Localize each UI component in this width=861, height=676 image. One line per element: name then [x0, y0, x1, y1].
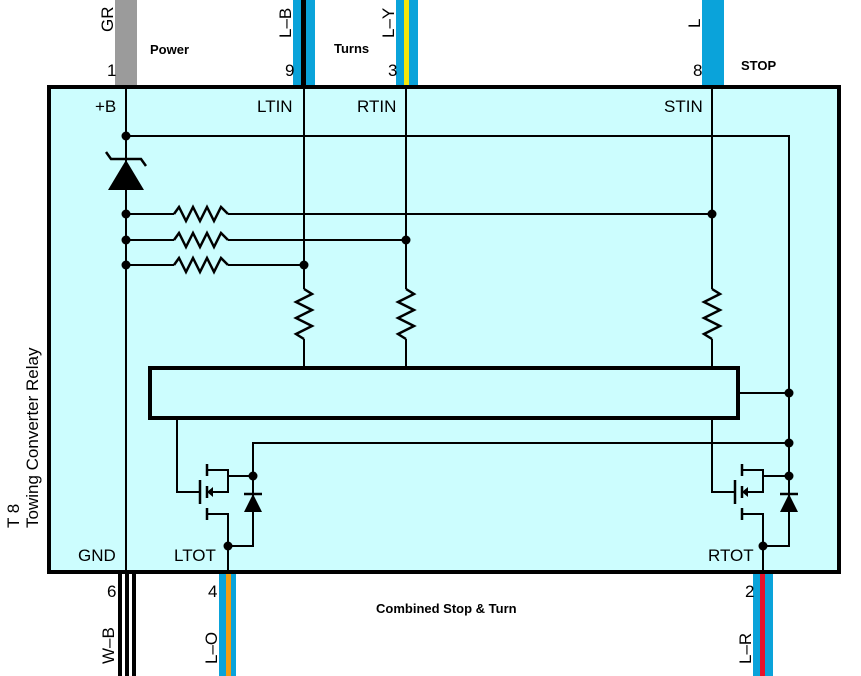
terminal-rtin: RTIN: [357, 97, 396, 116]
component-name: Towing Converter Relay: [23, 347, 42, 528]
label-stop: STOP: [741, 58, 776, 73]
control-ic: [148, 366, 740, 420]
resistor-link-ltin: [126, 255, 304, 275]
label-combined-stop-turn: Combined Stop & Turn: [376, 601, 517, 616]
wire-code-rtot: L–R: [736, 633, 755, 664]
pin-number-4: 4: [208, 582, 217, 601]
wire-rtot-lr: [753, 572, 773, 676]
wire-ltin-lb: [293, 0, 315, 88]
resistor-stin: [701, 287, 723, 368]
bias-line: [252, 442, 789, 476]
pin-number-9: 9: [285, 61, 294, 80]
relay-box: [47, 85, 841, 574]
component-id: T 8: [4, 504, 23, 528]
label-power: Power: [150, 42, 189, 57]
label-turns: Turns: [334, 41, 369, 56]
wire-code-rtin: L–Y: [379, 8, 398, 38]
pin-number-6: 6: [107, 582, 116, 601]
supply-line-right: [126, 135, 790, 490]
wire-code-ltin: L–B: [276, 8, 295, 38]
wire-ltot-lo: [219, 572, 236, 676]
pin-number-8: 8: [693, 61, 702, 80]
resistor-link-rtin: [126, 230, 406, 250]
wire-gnd-wb: [116, 572, 138, 676]
diode-left: [244, 492, 262, 512]
junction-dots: [121, 131, 794, 551]
wire-code-ltot: L–O: [202, 632, 221, 664]
diode-right: [780, 492, 798, 512]
zener-diode: [104, 151, 148, 190]
resistor-rtin: [395, 287, 417, 368]
pin-number-2: 2: [745, 582, 754, 601]
pin-number-1: 1: [107, 61, 116, 80]
wire-code-gnd: W–B: [99, 627, 118, 664]
terminal-ltin: LTIN: [257, 97, 293, 116]
pin-number-3: 3: [388, 61, 397, 80]
terminal-ltot: LTOT: [174, 546, 216, 565]
terminal-gnd: GND: [78, 546, 116, 565]
mosfet-right: [711, 418, 790, 572]
resistor-ltin: [293, 287, 315, 368]
terminal-b-plus: +B: [95, 97, 116, 116]
wire-code-stin: L: [685, 19, 704, 28]
terminal-rtot: RTOT: [708, 546, 754, 565]
terminal-stin: STIN: [664, 97, 703, 116]
wire-power-gr: [115, 0, 137, 88]
wire-code-power: GR: [98, 7, 117, 33]
resistor-link-stin: [126, 204, 712, 224]
wire-rtin-ly: [396, 0, 418, 88]
wire-stin-l: [702, 0, 724, 88]
